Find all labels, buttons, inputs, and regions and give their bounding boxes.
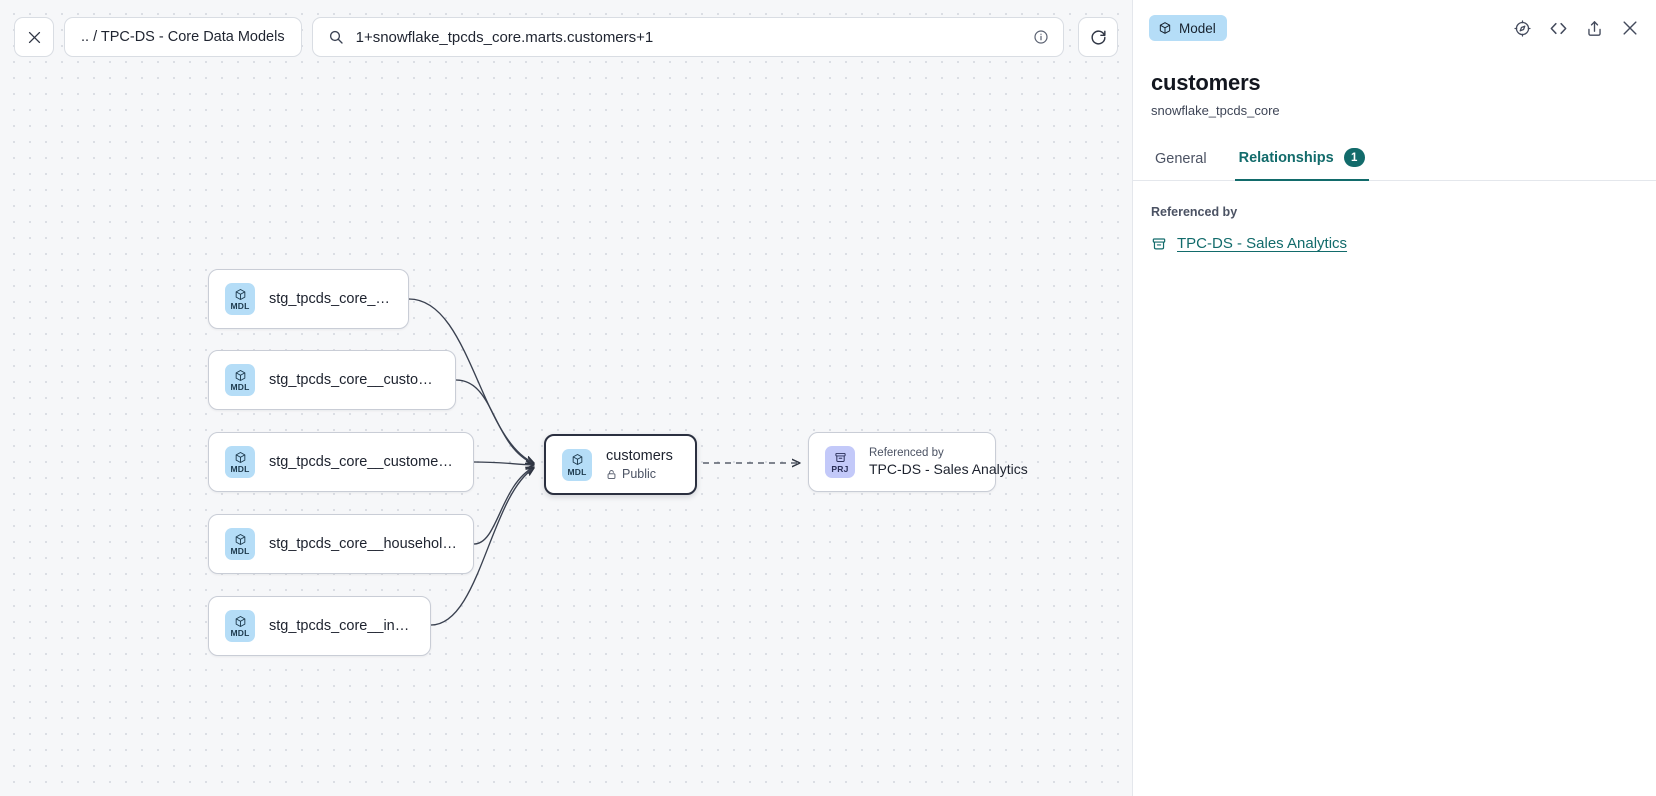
refresh-button[interactable] <box>1078 17 1118 57</box>
node-body: stg_tpcds_core__household_demogr… <box>269 536 457 552</box>
tab-count-badge: 1 <box>1343 148 1365 167</box>
breadcrumb-label: .. / TPC-DS - Core Data Models <box>81 29 285 45</box>
lineage-graph: MDL stg_tpcds_core__customer MDL <box>208 269 1132 656</box>
entity-type-label: Model <box>1179 20 1216 36</box>
section-label: Referenced by <box>1151 205 1238 219</box>
lineage-canvas[interactable]: .. / TPC-DS - Core Data Models 1+snowfla… <box>0 0 1132 796</box>
graph-node-model[interactable]: MDL stg_tpcds_core__customer <box>208 269 409 329</box>
project-icon <box>1152 237 1166 249</box>
close-panel-button[interactable] <box>1620 18 1640 38</box>
cube-icon <box>234 532 247 546</box>
model-badge: MDL <box>225 610 255 642</box>
page-title: customers <box>1151 70 1261 95</box>
project-badge-label: PRJ <box>831 464 849 474</box>
share-button[interactable] <box>1585 19 1604 38</box>
model-badge: MDL <box>225 528 255 560</box>
lock-icon <box>607 469 616 479</box>
project-icon <box>834 450 847 464</box>
tab-label: Relationships <box>1238 149 1334 166</box>
details-panel: Model <box>1132 0 1656 796</box>
node-title: TPC-DS - Sales Analytics <box>869 461 1028 477</box>
node-body: stg_tpcds_core__customer_address <box>269 372 439 388</box>
cube-icon <box>234 450 247 464</box>
model-badge-label: MDL <box>230 628 250 638</box>
model-badge-label: MDL <box>230 464 250 474</box>
search-value: 1+snowflake_tpcds_core.marts.customers+1 <box>355 28 654 46</box>
node-title: stg_tpcds_core__income_band <box>269 618 414 634</box>
close-icon <box>28 31 40 43</box>
node-body: customers Public <box>606 448 673 481</box>
tab-relationships[interactable]: Relationships 1 <box>1234 140 1369 181</box>
referenced-by-section: Referenced by TPC-DS - Sales Analytics <box>1133 181 1656 252</box>
node-title: stg_tpcds_core__customer <box>269 291 392 307</box>
panel-tabs: General Relationships 1 <box>1133 140 1656 181</box>
graph-node-model[interactable]: MDL stg_tpcds_core__customer_address <box>208 350 456 410</box>
model-badge: MDL <box>225 446 255 478</box>
panel-toolbar: Model <box>1133 0 1656 56</box>
model-badge: MDL <box>225 283 255 315</box>
breadcrumb[interactable]: .. / TPC-DS - Core Data Models <box>64 17 302 57</box>
graph-node-model[interactable]: MDL stg_tpcds_core__household_demogr… <box>208 514 474 574</box>
page-subtitle: snowflake_tpcds_core <box>1151 103 1280 118</box>
code-icon <box>1550 22 1567 34</box>
node-title: stg_tpcds_core__household_demogr… <box>269 536 457 552</box>
model-badge-label: MDL <box>230 301 250 311</box>
model-badge: MDL <box>562 448 592 481</box>
node-body: stg_tpcds_core__customer <box>269 291 392 307</box>
model-badge-label: MDL <box>230 546 250 556</box>
node-title: customers <box>606 448 673 464</box>
close-icon <box>1623 21 1637 35</box>
node-title: stg_tpcds_core__customer_demogra… <box>269 454 457 470</box>
graph-node-project[interactable]: PRJ Referenced by TPC-DS - Sales Analyti… <box>808 432 1028 492</box>
search-icon <box>329 30 343 44</box>
explore-icon <box>1514 19 1531 37</box>
panel-header: customers snowflake_tpcds_core <box>1133 56 1656 118</box>
graph-node-model[interactable]: MDL stg_tpcds_core__customer_demogra… <box>208 432 474 492</box>
code-button[interactable] <box>1548 18 1569 39</box>
cube-icon <box>234 287 247 301</box>
list-item[interactable]: TPC-DS - Sales Analytics <box>1151 235 1638 252</box>
graph-node-model[interactable]: MDL stg_tpcds_core__income_band <box>208 596 431 656</box>
project-badge: PRJ <box>825 446 855 478</box>
search-input[interactable]: 1+snowflake_tpcds_core.marts.customers+1 <box>311 17 1064 57</box>
cube-icon <box>234 614 247 628</box>
model-badge-label: MDL <box>230 382 250 392</box>
refresh-icon <box>1091 29 1106 45</box>
model-badge: MDL <box>225 364 255 396</box>
cube-icon <box>234 368 247 382</box>
node-title: stg_tpcds_core__customer_address <box>269 372 439 388</box>
entity-type-chip: Model <box>1149 15 1227 41</box>
node-visibility-label: Public <box>622 467 657 481</box>
tab-label: General <box>1155 151 1207 167</box>
node-kicker: Referenced by <box>869 447 944 459</box>
graph-node-selected-customers[interactable]: MDL customers Public <box>544 434 697 495</box>
node-body: stg_tpcds_core__customer_demogra… <box>269 454 457 470</box>
node-visibility: Public <box>606 467 673 481</box>
tab-general[interactable]: General <box>1151 143 1211 181</box>
node-body: Referenced by TPC-DS - Sales Analytics <box>869 447 1028 477</box>
info-icon[interactable] <box>1033 29 1049 45</box>
model-badge-label: MDL <box>567 466 587 477</box>
cube-icon <box>1159 22 1171 34</box>
cube-icon <box>571 453 584 467</box>
canvas-toolbar: .. / TPC-DS - Core Data Models 1+snowfla… <box>0 0 1132 74</box>
node-body: stg_tpcds_core__income_band <box>269 618 414 634</box>
explore-button[interactable] <box>1513 19 1532 38</box>
lineage-edges <box>408 298 1132 626</box>
close-lineage-button[interactable] <box>14 17 54 57</box>
panel-actions <box>1513 18 1640 39</box>
referenced-by-link[interactable]: TPC-DS - Sales Analytics <box>1177 235 1348 252</box>
share-icon <box>1588 20 1601 36</box>
